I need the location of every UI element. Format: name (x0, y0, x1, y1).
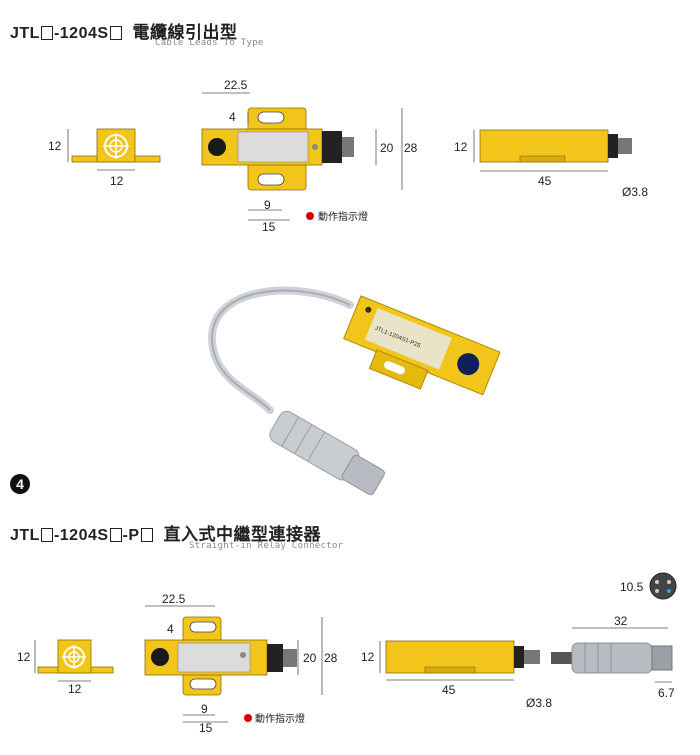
indicator-label-2: 動作指示燈 (255, 712, 305, 725)
product-photo: JTL1-1204S1-P25 (207, 286, 501, 496)
dim-connector-length: 32 (614, 614, 628, 628)
dim-diameter-2: Ø3.8 (526, 696, 552, 710)
dim-connector-diameter: 10.5 (620, 580, 644, 594)
dim-length-45-2: 45 (442, 683, 456, 697)
dim-width-15: 15 (262, 220, 276, 234)
dim-height-20-2: 20 (303, 651, 317, 665)
top-view-2: 22.5 4 20 28 9 15 動作指示燈 (144, 592, 338, 735)
indicator-dot (306, 212, 314, 220)
section2-subtitle: Straight-in Relay Connector (189, 541, 344, 551)
end-view-1: 12 45 Ø3.8 (454, 129, 648, 199)
dim-height-28-2: 28 (324, 651, 338, 665)
indicator-dot-2 (244, 714, 252, 722)
dim-diameter: Ø3.8 (622, 185, 648, 199)
dim-side-height-2: 12 (17, 650, 31, 664)
dim-slot: 4 (229, 110, 236, 124)
title-blank-box (109, 26, 122, 40)
side-view-2: 12 12 (17, 639, 114, 696)
dim-height-20: 20 (380, 141, 394, 155)
dim-height-28: 28 (404, 141, 418, 155)
section1-subtitle: Cable Leads To Type (155, 38, 264, 48)
top-view-1: 22.5 4 20 28 9 15 動作指示燈 (201, 78, 418, 234)
title-blank-box (40, 528, 53, 542)
dim-side-height: 12 (48, 139, 62, 153)
dim-width-9: 9 (264, 198, 271, 212)
dim-width-15-2: 15 (199, 721, 213, 735)
dim-connector-tip: 6.7 (658, 686, 675, 700)
item-number-badge: 4 (10, 474, 30, 494)
side-view-1: 12 12 (48, 128, 161, 188)
dim-side-width-2: 12 (68, 682, 82, 696)
indicator-label: 動作指示燈 (318, 210, 368, 223)
dim-end-height: 12 (454, 140, 468, 154)
dim-side-width: 12 (110, 174, 124, 188)
title-blank-box (140, 528, 153, 542)
dim-slot-2: 4 (167, 622, 174, 636)
dim-width-9-2: 9 (201, 702, 208, 716)
title-blank-box (40, 26, 53, 40)
dim-top-length: 22.5 (224, 78, 248, 92)
end-view-2: 12 45 Ø3.8 (361, 640, 552, 710)
connector-view: 10.5 32 6.7 (551, 572, 677, 700)
dim-length-45: 45 (538, 174, 552, 188)
dim-top-length-2: 22.5 (162, 592, 186, 606)
title-blank-box (109, 528, 122, 542)
dim-end-height-2: 12 (361, 650, 375, 664)
